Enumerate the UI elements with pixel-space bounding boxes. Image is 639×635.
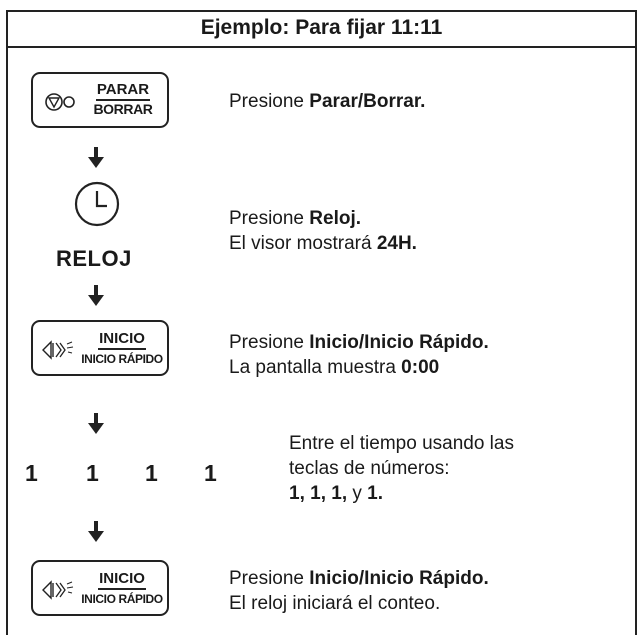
start-key: INICIO INICIO RÁPIDO: [31, 320, 169, 376]
arrow-down-icon: [88, 147, 104, 168]
stop-clear-key: PARAR BORRAR: [31, 72, 169, 128]
step-stop-text: Presione Parar/Borrar.: [229, 91, 426, 112]
clock-icon: [74, 181, 120, 227]
example-title: Ejemplo: Para fijar 11:11: [6, 10, 637, 48]
quick-start-key-label: INICIO RÁPIDO: [81, 352, 163, 366]
clock-key-label: RELOJ: [56, 246, 132, 271]
arrow-down-icon: [88, 413, 104, 434]
start-icon: [41, 339, 77, 366]
start-key-label: INICIO: [98, 330, 146, 350]
digit-key-3: 1: [145, 460, 158, 486]
quick-start-key-label: INICIO RÁPIDO: [81, 592, 163, 606]
step-start-again-text: Presione Inicio/Inicio Rápido. El reloj …: [229, 568, 489, 614]
step-start-text: Presione Inicio/Inicio Rápido. La pantal…: [229, 332, 489, 378]
stop-icon: [45, 92, 77, 117]
step-clock-text: Presione Reloj. El visor mostrará 24H.: [229, 208, 417, 254]
digit-key-1: 1: [25, 460, 38, 486]
digit-key-4: 1: [204, 460, 217, 486]
instruction-frame: [6, 10, 637, 635]
start-key-label: INICIO: [98, 570, 146, 590]
digit-key-2: 1: [86, 460, 99, 486]
clear-key-label: BORRAR: [93, 101, 153, 117]
start-key-second: INICIO INICIO RÁPIDO: [31, 560, 169, 616]
arrow-down-icon: [88, 285, 104, 306]
stop-key-label: PARAR: [95, 81, 151, 101]
step-digits-text: Entre el tiempo usando las teclas de núm…: [289, 433, 514, 504]
start-icon: [41, 579, 77, 606]
arrow-down-icon: [88, 521, 104, 542]
